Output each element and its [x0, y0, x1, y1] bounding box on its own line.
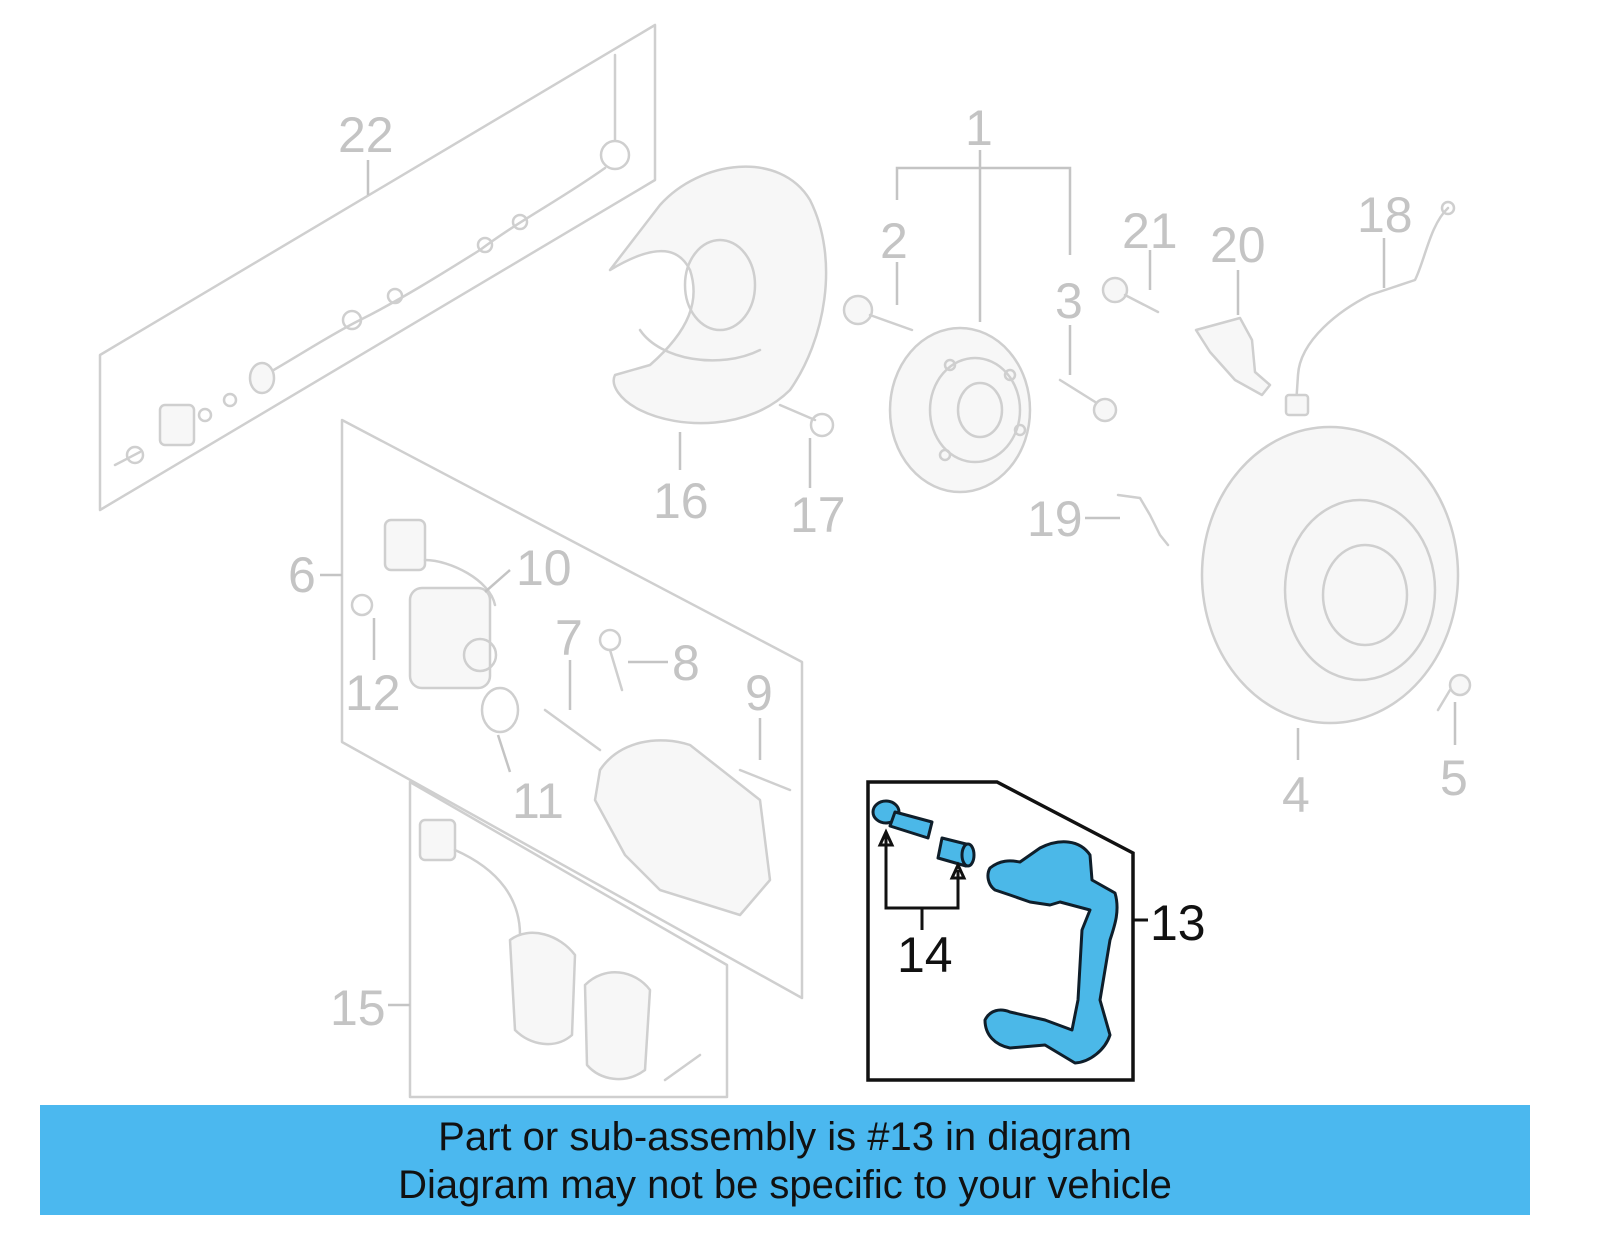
caliper-assembly-group	[340, 418, 804, 1000]
callout-4: 4	[1282, 767, 1310, 823]
callout-14: 14	[897, 927, 953, 983]
callout-21: 21	[1122, 203, 1178, 259]
dust-shield-part	[608, 165, 828, 425]
wheel-speed-sensor-cable-group	[98, 23, 657, 512]
callout-15: 15	[330, 980, 386, 1036]
callout-2: 2	[880, 213, 908, 269]
clip-19-part	[1116, 493, 1170, 547]
callout-18: 18	[1357, 187, 1413, 243]
callout-1: 1	[965, 100, 993, 156]
callout-22: 22	[338, 107, 394, 163]
callout-5: 5	[1440, 750, 1468, 806]
callout-16: 16	[653, 473, 709, 529]
bolt-21-part	[1101, 276, 1160, 314]
shield-bolt-part	[778, 403, 835, 438]
brake-hose-part	[1284, 200, 1456, 417]
callout-6: 6	[288, 547, 316, 603]
callout-19: 19	[1027, 491, 1083, 547]
hub-bolt-2-part	[842, 294, 914, 332]
arrow-14a	[877, 828, 895, 847]
info-banner: Part or sub-assembly is #13 in diagram D…	[40, 1105, 1530, 1215]
rotor-screw-part	[1436, 673, 1472, 712]
hub-bearing-part	[888, 326, 1032, 494]
callout-8: 8	[672, 635, 700, 691]
caliper-bracket-part	[983, 840, 1119, 1065]
callout-20: 20	[1210, 217, 1266, 273]
callout-3: 3	[1055, 273, 1083, 329]
leader-11	[496, 734, 512, 773]
callout-7: 7	[555, 610, 583, 666]
banner-line-1: Part or sub-assembly is #13 in diagram	[438, 1115, 1132, 1159]
callout-12: 12	[345, 665, 401, 721]
bracket-20-part	[1194, 316, 1272, 397]
callout-11: 11	[512, 773, 564, 829]
arrow-14b	[949, 861, 967, 880]
hub-bolt-3-part	[1058, 378, 1118, 423]
brake-pads-group	[408, 780, 729, 1099]
bracket-1	[895, 166, 1072, 255]
brake-rotor-part	[1200, 425, 1460, 725]
parts-diagram: 22 16 17 1 2 3 21	[98, 23, 1472, 1099]
leader-10	[484, 569, 511, 593]
callout-17: 17	[790, 487, 846, 543]
banner-line-2: Diagram may not be specific to your vehi…	[398, 1163, 1172, 1207]
guide-bolt-part	[871, 799, 934, 840]
callout-10: 10	[516, 540, 572, 596]
guide-bushing-part	[936, 836, 976, 868]
callout-9: 9	[745, 665, 773, 721]
callout-13: 13	[1150, 895, 1206, 951]
caliper-bracket-group	[866, 780, 1148, 1082]
